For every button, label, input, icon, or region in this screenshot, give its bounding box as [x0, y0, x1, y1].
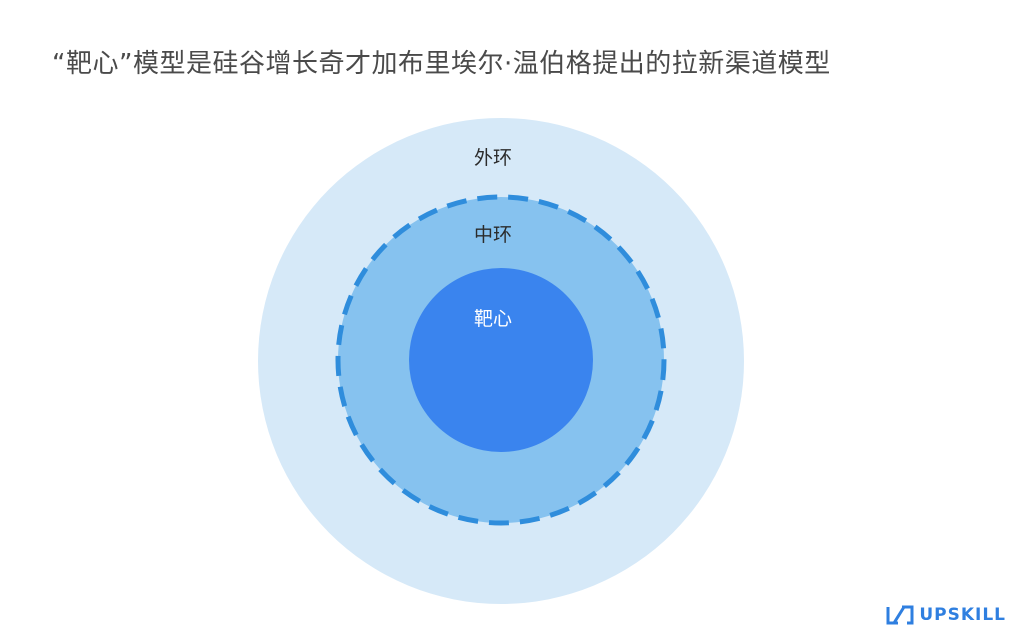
page-title: “靶心”模型是硅谷增长奇才加布里埃尔·温伯格提出的拉新渠道模型	[52, 49, 831, 79]
upskill-logo-icon	[886, 605, 914, 625]
upskill-logo-text: UPSKILL	[919, 605, 1006, 625]
outer-ring-label: 外环	[474, 147, 512, 169]
middle-ring-label: 中环	[474, 224, 512, 246]
bullseye-center	[409, 268, 593, 452]
upskill-logo: UPSKILL	[885, 604, 1006, 626]
bullseye-label: 靶心	[474, 308, 512, 330]
